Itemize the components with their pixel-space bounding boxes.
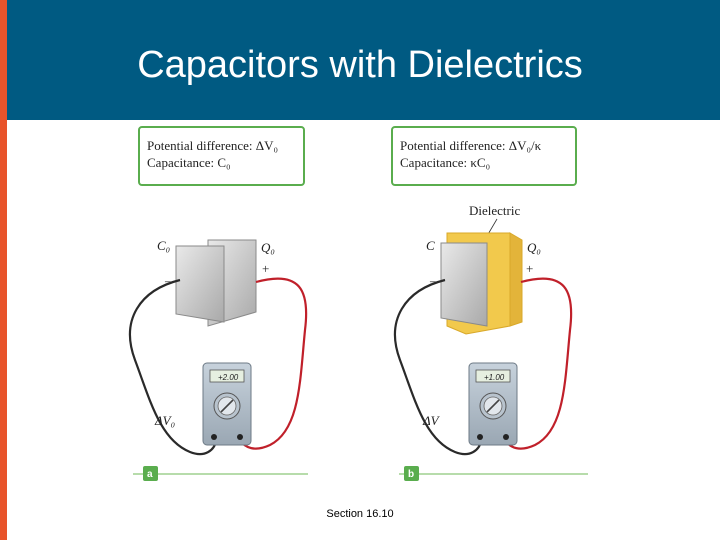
callout-b-potential: Potential difference: ΔV₀/κ (400, 138, 542, 153)
panel-a: Potential difference: ΔV₀ Capacitance: C… (129, 126, 308, 481)
callout-b-capacitance: Capacitance: κC₀ (400, 155, 490, 170)
callout-box-a (138, 126, 305, 186)
panel-tag-a-label: a (147, 469, 153, 480)
dielectric-slab-side (509, 232, 523, 327)
panel-b: Potential difference: ΔV₀/κ Capacitance:… (391, 126, 588, 481)
red-wire-b (504, 277, 573, 450)
capacitance-label-a: C₀ (157, 238, 170, 253)
capacitance-label-b: C (426, 238, 435, 253)
red-wire-a (239, 277, 308, 450)
voltage-label-b: ΔV (422, 413, 441, 428)
multimeter-a: +2.00 (202, 362, 252, 446)
front-plate-a (175, 245, 225, 323)
panel-tag-b (404, 466, 419, 481)
slide-title: Capacitors with Dielectrics (137, 44, 583, 86)
title-banner (7, 0, 720, 120)
black-wire-b (394, 278, 483, 456)
plus-sign-b: + (526, 261, 533, 276)
panel-tag-b-label: b (408, 469, 414, 480)
left-accent-bar (0, 0, 7, 540)
dielectric-label: Dielectric (469, 203, 520, 218)
black-wire-a (129, 278, 218, 456)
callout-a-capacitance: Capacitance: C₀ (147, 155, 231, 170)
callout-a-potential: Potential difference: ΔV₀ (147, 138, 278, 153)
minus-sign-a: – (164, 273, 172, 288)
meter-reading-a: +2.00 (218, 373, 239, 382)
charge-label-b: Q₀ (527, 240, 541, 255)
plus-sign-a: + (262, 261, 269, 276)
front-plate-b (440, 242, 488, 327)
multimeter-b: +1.00 (468, 362, 518, 446)
voltage-label-a: ΔV₀ (154, 413, 175, 428)
panel-tag-a (143, 466, 158, 481)
slide-footer: Section 16.10 (326, 508, 394, 520)
minus-sign-b: – (429, 273, 437, 288)
callout-box-b (391, 126, 577, 186)
meter-reading-b: +1.00 (484, 373, 505, 382)
charge-label-a: Q₀ (261, 240, 275, 255)
